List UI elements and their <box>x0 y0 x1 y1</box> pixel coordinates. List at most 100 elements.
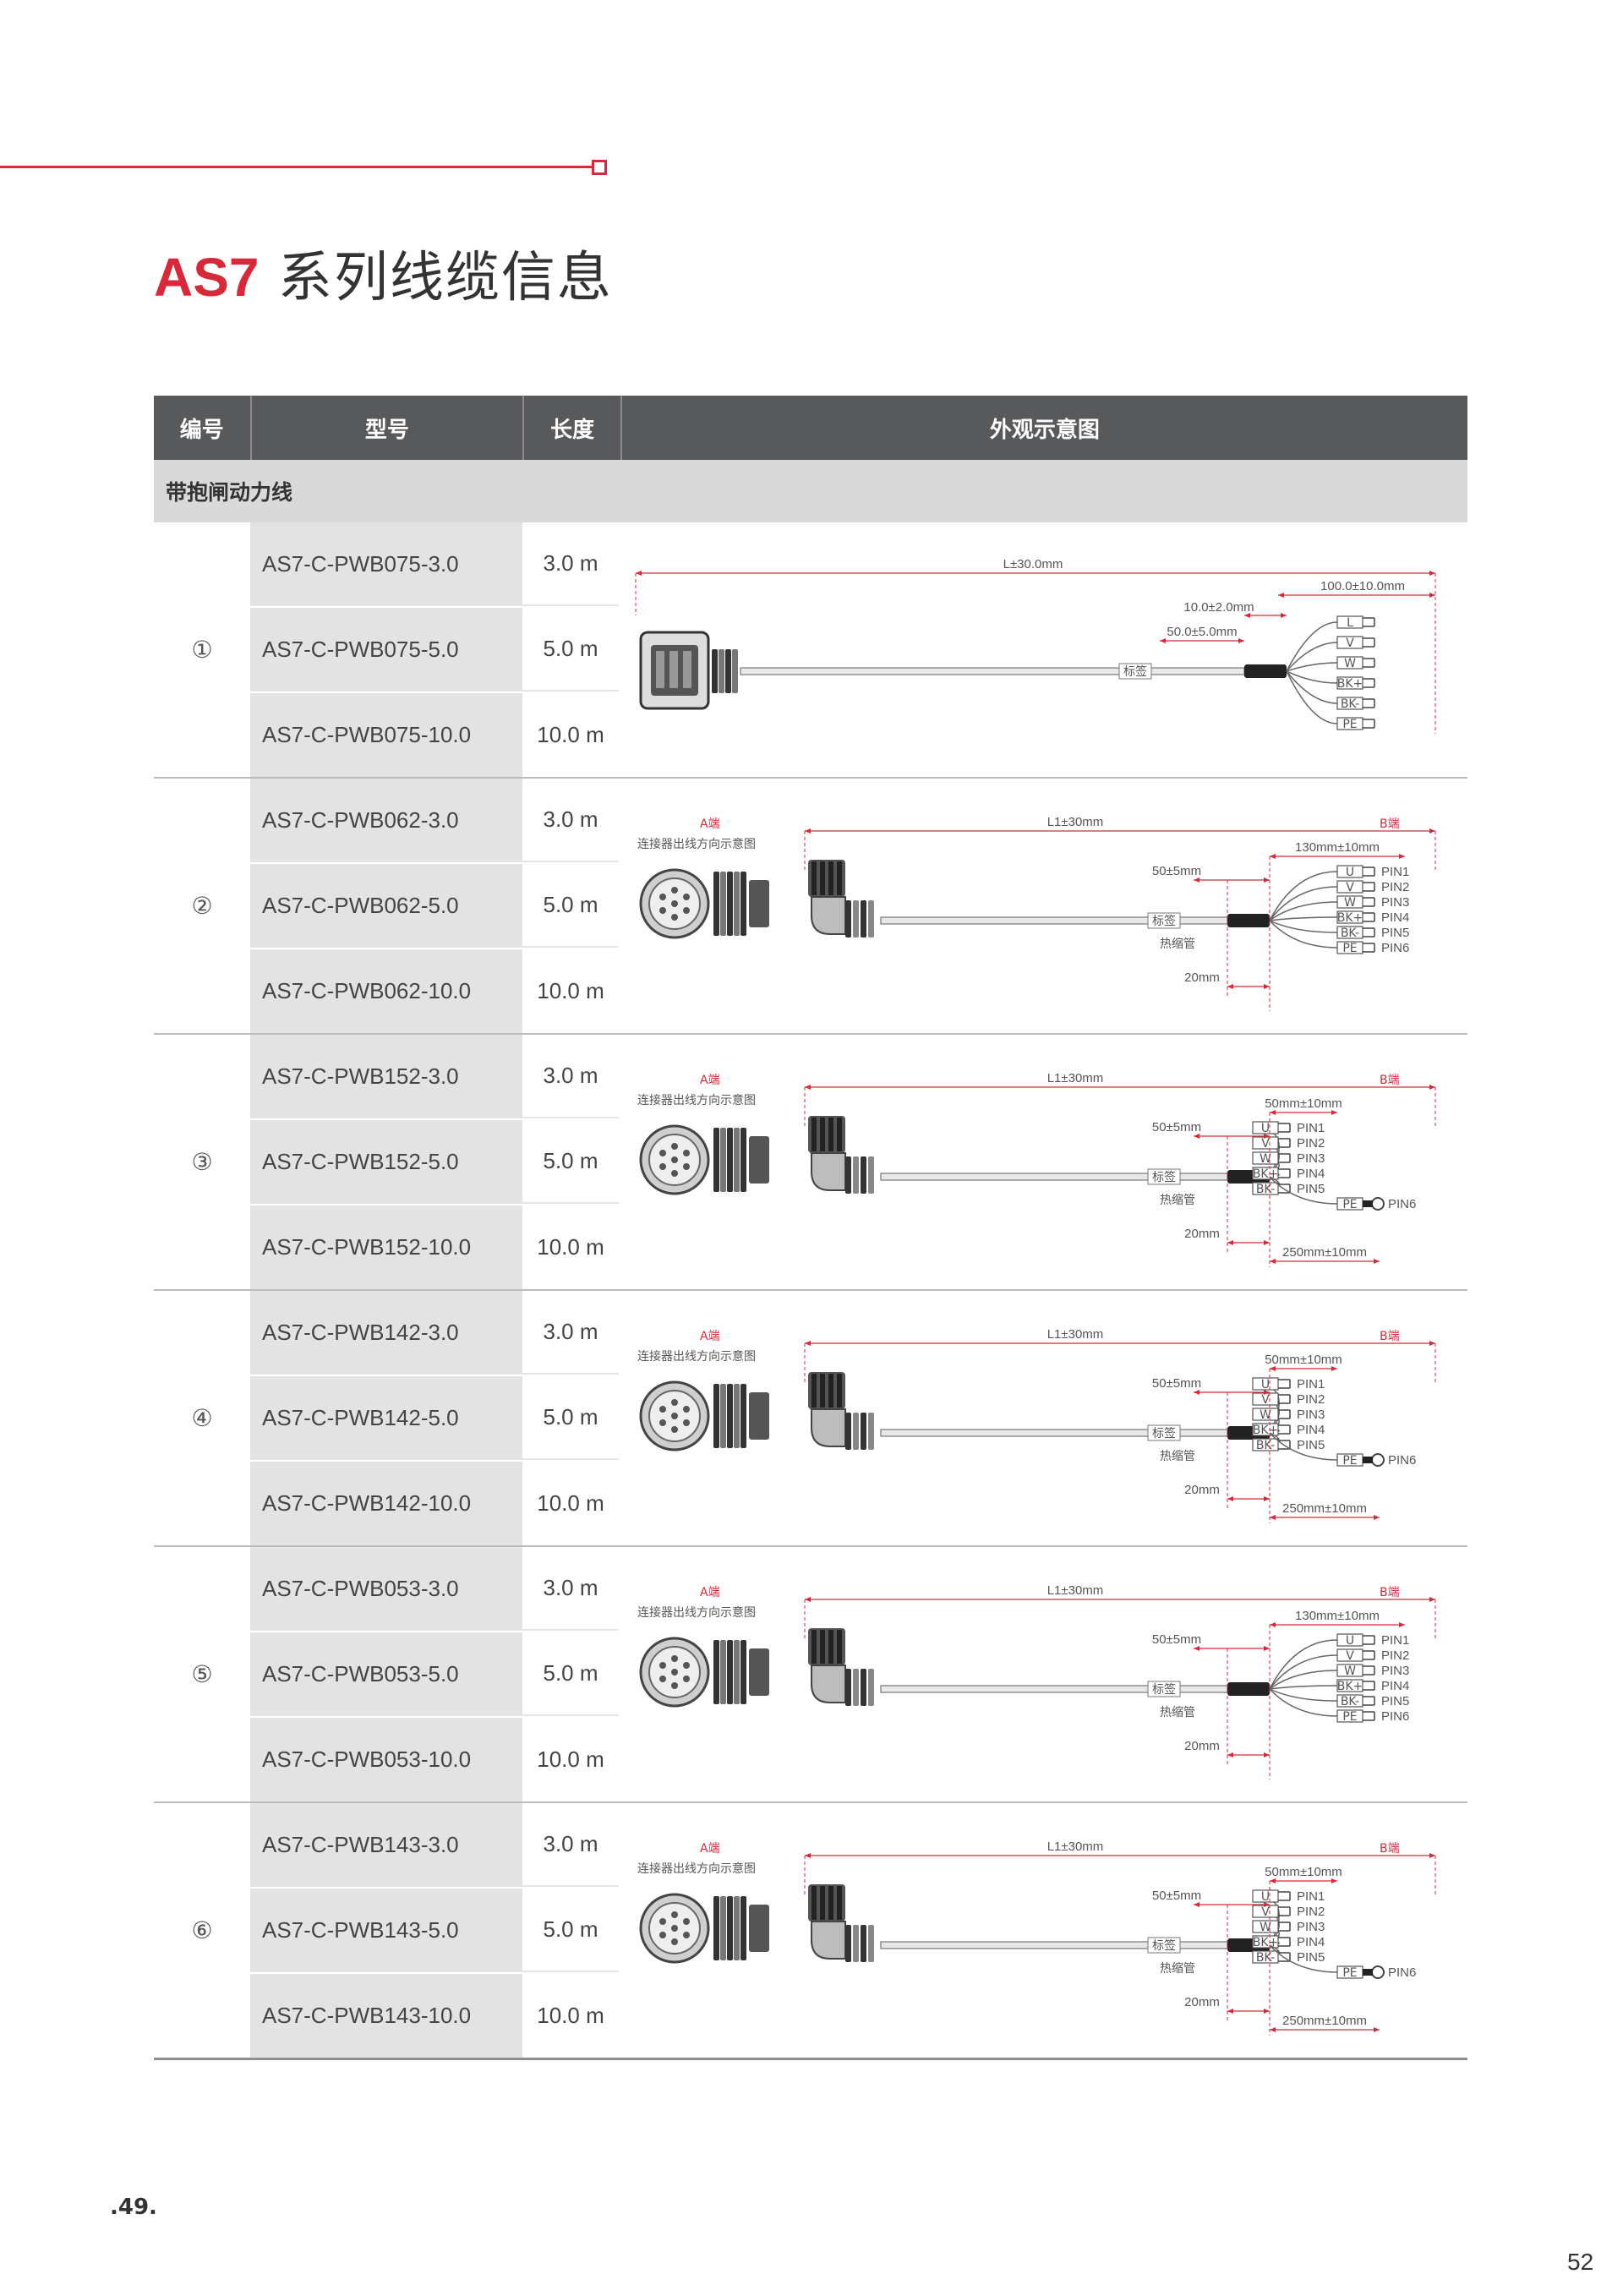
label-tag-text: 标签 <box>1123 664 1147 679</box>
pin-label: PIN3 <box>1297 1151 1325 1166</box>
wire-marker <box>1252 1423 1279 1436</box>
section-title: 带抱闸动力线 <box>154 460 1467 522</box>
fork-terminal <box>1363 1696 1375 1706</box>
wire-marker <box>1336 941 1363 954</box>
length-cell: 5.0 m <box>522 1889 619 1972</box>
wire-marker <box>1252 1920 1279 1933</box>
dim-fan-text: 50mm±10mm <box>1265 1096 1342 1111</box>
pin-label: PIN1 <box>1381 1633 1409 1648</box>
fork-terminal <box>1363 637 1375 648</box>
dim-short <box>1227 2009 1270 2014</box>
dim-d1 <box>1278 593 1435 598</box>
fork-terminal <box>1278 1168 1291 1178</box>
model-cell: AS7-C-PWB152-10.0 <box>250 1205 522 1289</box>
length-cell: 3.0 m <box>522 1035 619 1118</box>
dim-pe-text: 250mm±10mm <box>1282 2014 1367 2028</box>
pin-label: PIN6 <box>1381 1709 1409 1724</box>
connector-elbow <box>808 860 874 938</box>
wire-marker-text: U <box>1346 866 1354 879</box>
fork-terminal <box>1363 719 1375 729</box>
pin-label: PIN2 <box>1297 1905 1325 1919</box>
dim-short <box>1227 1240 1270 1245</box>
wire-marker <box>1336 717 1363 730</box>
fork-terminal <box>1278 1379 1291 1389</box>
fork-terminal <box>1363 658 1375 668</box>
label-tag: 标签 <box>1147 1937 1181 1954</box>
pin-label: PIN4 <box>1297 1935 1325 1949</box>
wire-marker <box>1336 910 1363 924</box>
connector-note: 连接器出线方向示意图 <box>637 1605 756 1620</box>
dim-fan-text: 50mm±10mm <box>1265 1353 1342 1367</box>
fork-terminal <box>1363 1711 1375 1721</box>
length-cell: 10.0 m <box>537 1234 604 1260</box>
pin-label: PIN5 <box>1297 1950 1325 1965</box>
wire-marker-text: W <box>1260 1921 1271 1934</box>
pin-label: PIN3 <box>1297 1920 1325 1934</box>
connector-front-view <box>639 868 769 939</box>
wire-marker <box>1336 697 1363 710</box>
label-tag-text: 标签 <box>1152 1938 1176 1953</box>
dim-fan-text: 130mm±10mm <box>1295 840 1380 855</box>
a-end-label: A端 <box>700 1330 720 1343</box>
wire-marker-text: PE <box>1342 942 1357 955</box>
wire-marker <box>1252 1151 1279 1165</box>
length-cell: 10.0 m <box>537 722 604 747</box>
wire-marker-text: BK- <box>1256 1183 1275 1196</box>
pin-label: PIN6 <box>1388 1453 1416 1468</box>
fork-terminal <box>1363 1665 1375 1676</box>
wire-marker-text: U <box>1346 1634 1354 1648</box>
dim-fan <box>1270 1622 1405 1627</box>
wire-marker <box>1336 656 1363 670</box>
pin-label: PIN1 <box>1297 1377 1325 1391</box>
wire-marker <box>1336 615 1363 629</box>
pin-label: PIN6 <box>1381 941 1409 955</box>
dim-short <box>1227 984 1270 989</box>
wire-marker <box>1252 1950 1279 1964</box>
page-number-left: .49. <box>110 2195 157 2220</box>
group-number: ② <box>191 892 213 920</box>
sleeve-label: 热缩管 <box>1160 1962 1195 1976</box>
connector-elbow <box>808 1116 874 1194</box>
header-diagram: 外观示意图 <box>989 417 1100 443</box>
heat-shrink-sleeve <box>1227 914 1270 927</box>
sleeve-label: 热缩管 <box>1160 1194 1195 1207</box>
cable-diagram-svg: 标签LVWBK+BK-PEL±30.0mm100.0±10.0mm10.0±2.… <box>635 557 1436 734</box>
length-cell: 5.0 m <box>522 864 619 948</box>
b-end-label: B端 <box>1380 817 1400 831</box>
dim-d2-text: 10.0±2.0mm <box>1183 600 1254 615</box>
header-model: 型号 <box>252 396 525 460</box>
label-tag: 标签 <box>1118 663 1152 680</box>
model-cell: AS7-C-PWB062-10.0 <box>250 949 522 1033</box>
model-cell: AS7-C-PWB142-3.0 <box>250 1291 522 1375</box>
pin-label: PIN1 <box>1297 1121 1325 1135</box>
dim-short-text: 20mm <box>1184 1227 1220 1241</box>
ring-terminal <box>1371 1197 1385 1211</box>
connector-front-view <box>639 1380 769 1451</box>
top-rule-marker <box>592 160 607 175</box>
wire-marker-text: BK- <box>1256 1951 1275 1965</box>
b-end-label: B端 <box>1380 1842 1400 1856</box>
wire-marker-text: PE <box>1342 718 1357 731</box>
pin-label: PIN4 <box>1297 1423 1325 1437</box>
wire-marker-text: PE <box>1342 1966 1357 1980</box>
pin-label: PIN2 <box>1297 1136 1325 1151</box>
wire-marker-text: BK+ <box>1337 911 1363 925</box>
dim-fan-text: 130mm±10mm <box>1295 1609 1380 1623</box>
wire-marker-text: BK- <box>1341 927 1359 940</box>
b-end-label: B端 <box>1380 1074 1400 1087</box>
dim-pe <box>1270 1515 1380 1520</box>
